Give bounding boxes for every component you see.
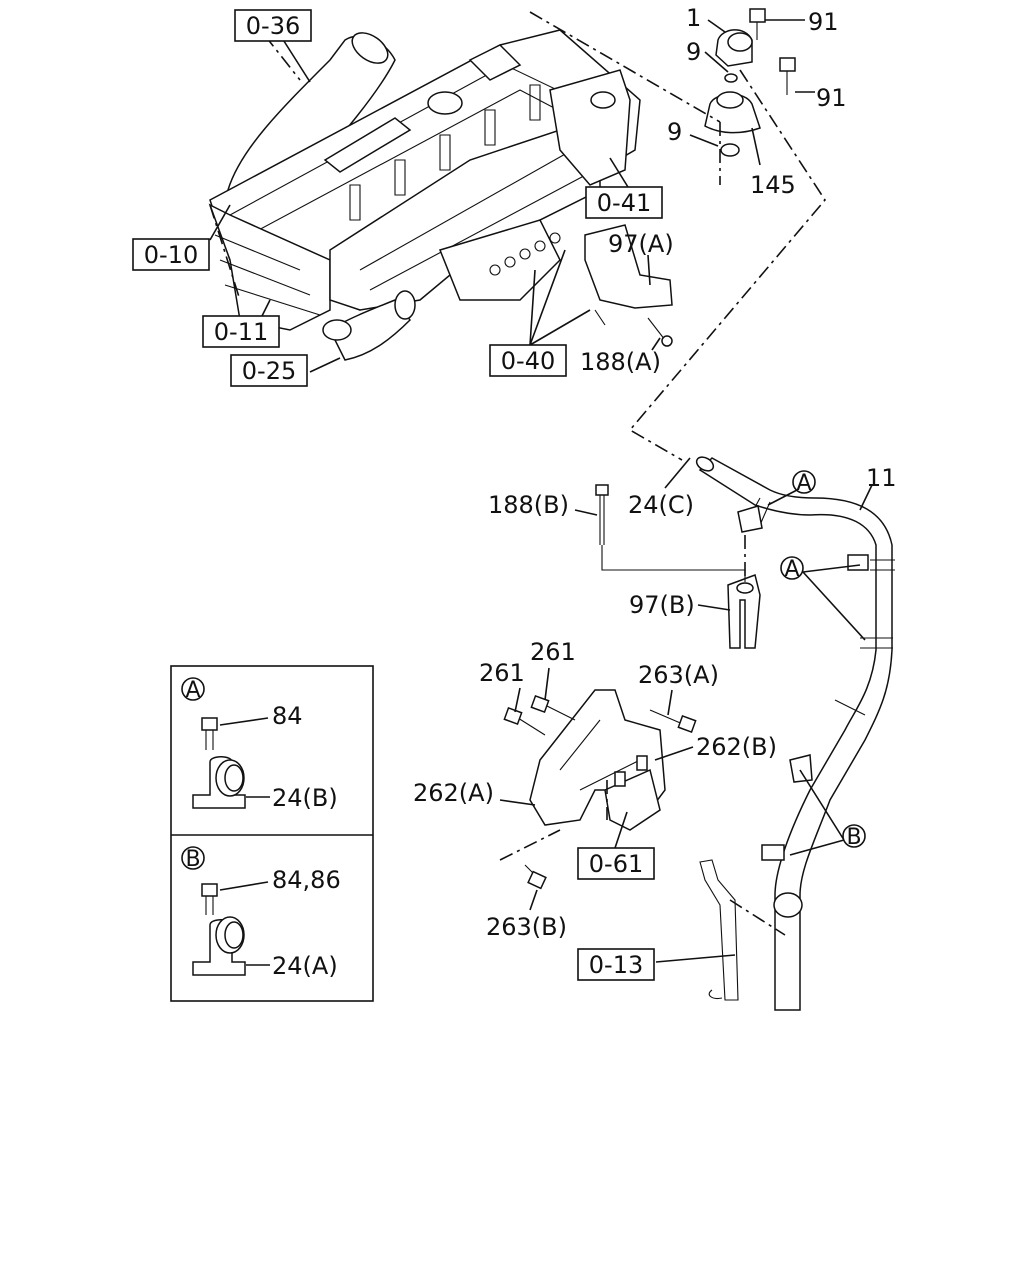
label-263a: 263(A) [638, 661, 719, 689]
dash-lines [209, 11, 826, 936]
ref-0-11: 0-11 [214, 318, 268, 346]
label-9-mid: 9 [667, 118, 682, 146]
inset-a-letter: A [185, 678, 200, 703]
ref-0-25: 0-25 [242, 357, 296, 385]
callouts: A A B [780, 470, 866, 850]
callout-a-top: A [796, 471, 811, 496]
label-24c: 24(C) [628, 491, 694, 519]
label-261-right: 261 [530, 638, 576, 666]
ref-box-0-13 [577, 948, 655, 981]
label-262b: 262(B) [696, 733, 777, 761]
ref-0-61: 0-61 [589, 850, 643, 878]
label-9-top: 9 [686, 38, 701, 66]
ref-box-0-40 [489, 344, 567, 377]
label-11: 11 [866, 464, 897, 492]
ref-0-41: 0-41 [597, 189, 651, 217]
ref-box-0-41 [585, 186, 663, 219]
label-261-left: 261 [479, 659, 525, 687]
ref-0-40: 0-40 [501, 347, 555, 375]
ref-box-0-36 [234, 9, 312, 42]
inset-a-circle [181, 677, 205, 701]
inset-b-letter: B [185, 847, 200, 872]
water-outlet-fitting [704, 8, 796, 157]
mount-brackets [503, 689, 739, 1001]
label-91-mid: 91 [816, 84, 847, 112]
label-262a: 262(A) [413, 779, 494, 807]
reference-boxes: 0-36 0-41 0-10 0-11 0-25 0-40 0-61 0-13 [132, 9, 663, 981]
ref-box-0-11 [202, 315, 280, 348]
inset-detail: A 84 24(B) B 84,86 24(A) [170, 665, 374, 1002]
ref-box-0-61 [577, 847, 655, 880]
inset-b-circle [181, 846, 205, 870]
callout-b-mid: B [846, 825, 861, 850]
inset-b-bolt: 84,86 [272, 866, 341, 894]
leader-lines [209, 19, 873, 963]
label-263b: 263(B) [486, 913, 567, 941]
inset-b-clip: 24(A) [272, 952, 338, 980]
inset-a-clip: 24(B) [272, 784, 338, 812]
ref-0-36: 0-36 [246, 12, 300, 40]
ref-0-10: 0-10 [144, 241, 198, 269]
label-91-top: 91 [808, 8, 839, 36]
callout-a-top-circle [792, 470, 816, 494]
label-97a: 97(A) [608, 230, 674, 258]
ref-box-0-25 [230, 354, 308, 387]
inset-a-bolt: 84 [272, 702, 303, 730]
label-188a: 188(A) [580, 348, 661, 376]
ref-0-13: 0-13 [589, 951, 643, 979]
label-1: 1 [686, 4, 701, 32]
ref-box-0-10 [132, 238, 210, 271]
callout-b-mid-circle [842, 824, 866, 848]
callout-a-mid-circle [780, 556, 804, 580]
label-188b: 188(B) [488, 491, 569, 519]
engine-assembly [208, 29, 673, 361]
label-97b: 97(B) [629, 591, 695, 619]
part-labels: 1 91 9 91 9 145 97(A) 188(A) 11 24(C) 18… [413, 4, 897, 941]
label-145: 145 [750, 171, 796, 199]
callout-a-mid: A [784, 557, 799, 582]
